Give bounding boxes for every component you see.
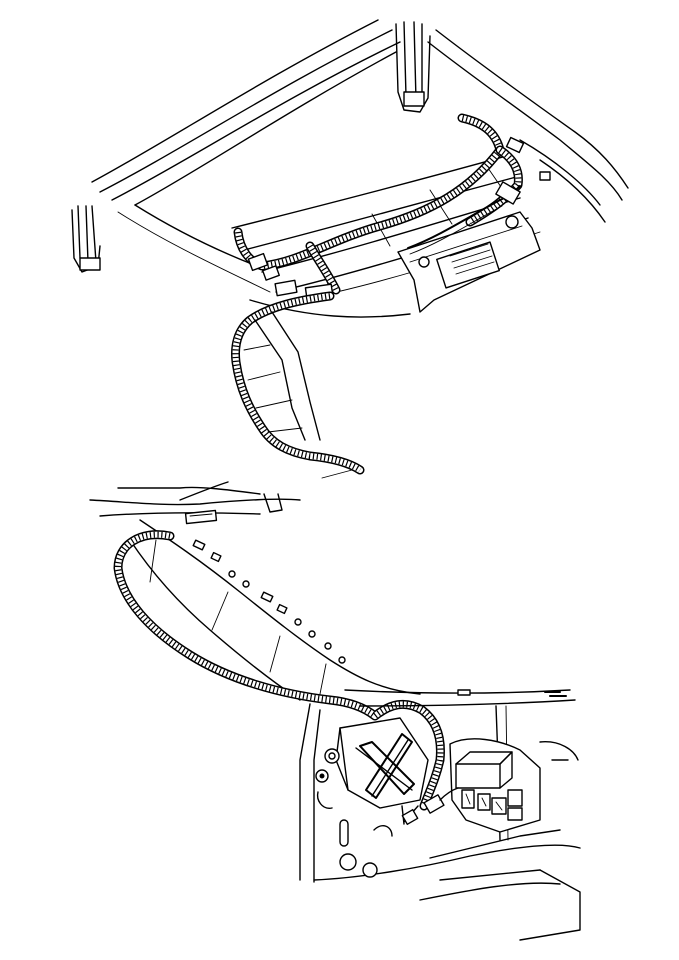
pillar-fasteners [192,539,346,664]
right-roof-rail [519,139,606,223]
harness-lower-pillar [113,530,445,811]
connector-icon [247,136,525,299]
floor-contour [419,759,569,901]
vanity-mirror-icon [436,241,500,289]
kick-panel-view [89,481,581,941]
roof-view [71,19,629,479]
a-pillar-trim [129,519,421,701]
dash-top [89,481,301,525]
left-a-pillar [71,205,101,273]
harness-right-branch [465,145,523,227]
fuse-block-icon [449,738,541,833]
harness-a-pillar [231,291,365,479]
harness-center-drop [305,241,341,295]
connector-icon [401,787,459,826]
instrument-panel-edge [344,689,576,707]
mounting-bracket [335,717,429,809]
roof-opening [91,19,629,293]
sunvisor [397,211,541,313]
center-post [395,21,431,113]
bolt-icon [315,748,405,878]
